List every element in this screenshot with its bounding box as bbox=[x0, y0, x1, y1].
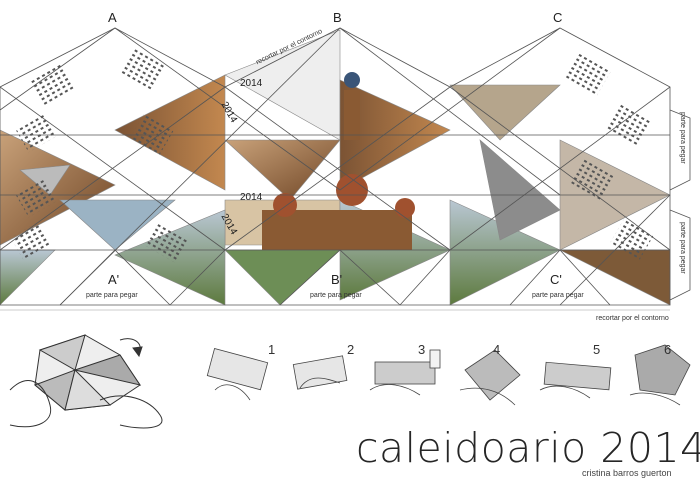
page-title: caleidoario 2014 bbox=[356, 424, 700, 472]
glue-tab-label-2: parte para pegar bbox=[679, 222, 686, 274]
glue-label-c: parte para pegar bbox=[532, 292, 584, 299]
label-b: B bbox=[333, 10, 342, 25]
author-credit: cristina barros guerton bbox=[582, 468, 672, 478]
step-number-1: 1 bbox=[268, 342, 276, 357]
glue-label-b: parte para pegar bbox=[310, 292, 362, 299]
step-number-6: 6 bbox=[664, 342, 672, 357]
cathedral-illustration bbox=[262, 72, 415, 250]
label-b-prime: B' bbox=[331, 272, 343, 287]
year-label-3: 2014 bbox=[240, 192, 263, 203]
label-c-prime: C' bbox=[550, 272, 562, 287]
glue-tab-label-1: parte para pegar bbox=[679, 112, 686, 164]
hands-holding-kaleidocycle bbox=[9, 334, 163, 429]
assembly-illustrations bbox=[9, 334, 691, 429]
year-label-1: 2014 bbox=[240, 78, 263, 89]
fold-lines bbox=[0, 27, 691, 306]
label-a: A bbox=[108, 10, 117, 25]
step-number-2: 2 bbox=[347, 342, 355, 357]
cut-instruction-bottom: recortar por el contorno bbox=[596, 315, 669, 322]
glue-label-a: parte para pegar bbox=[86, 292, 138, 299]
step-drawings bbox=[206, 344, 691, 406]
label-c: C bbox=[553, 10, 563, 25]
step-number-3: 3 bbox=[418, 342, 426, 357]
kaleidocycle-template-net bbox=[0, 27, 691, 311]
step-number-4: 4 bbox=[493, 342, 501, 357]
calendar-grids bbox=[10, 48, 654, 263]
label-a-prime: A' bbox=[108, 272, 120, 287]
step-number-5: 5 bbox=[593, 342, 601, 357]
